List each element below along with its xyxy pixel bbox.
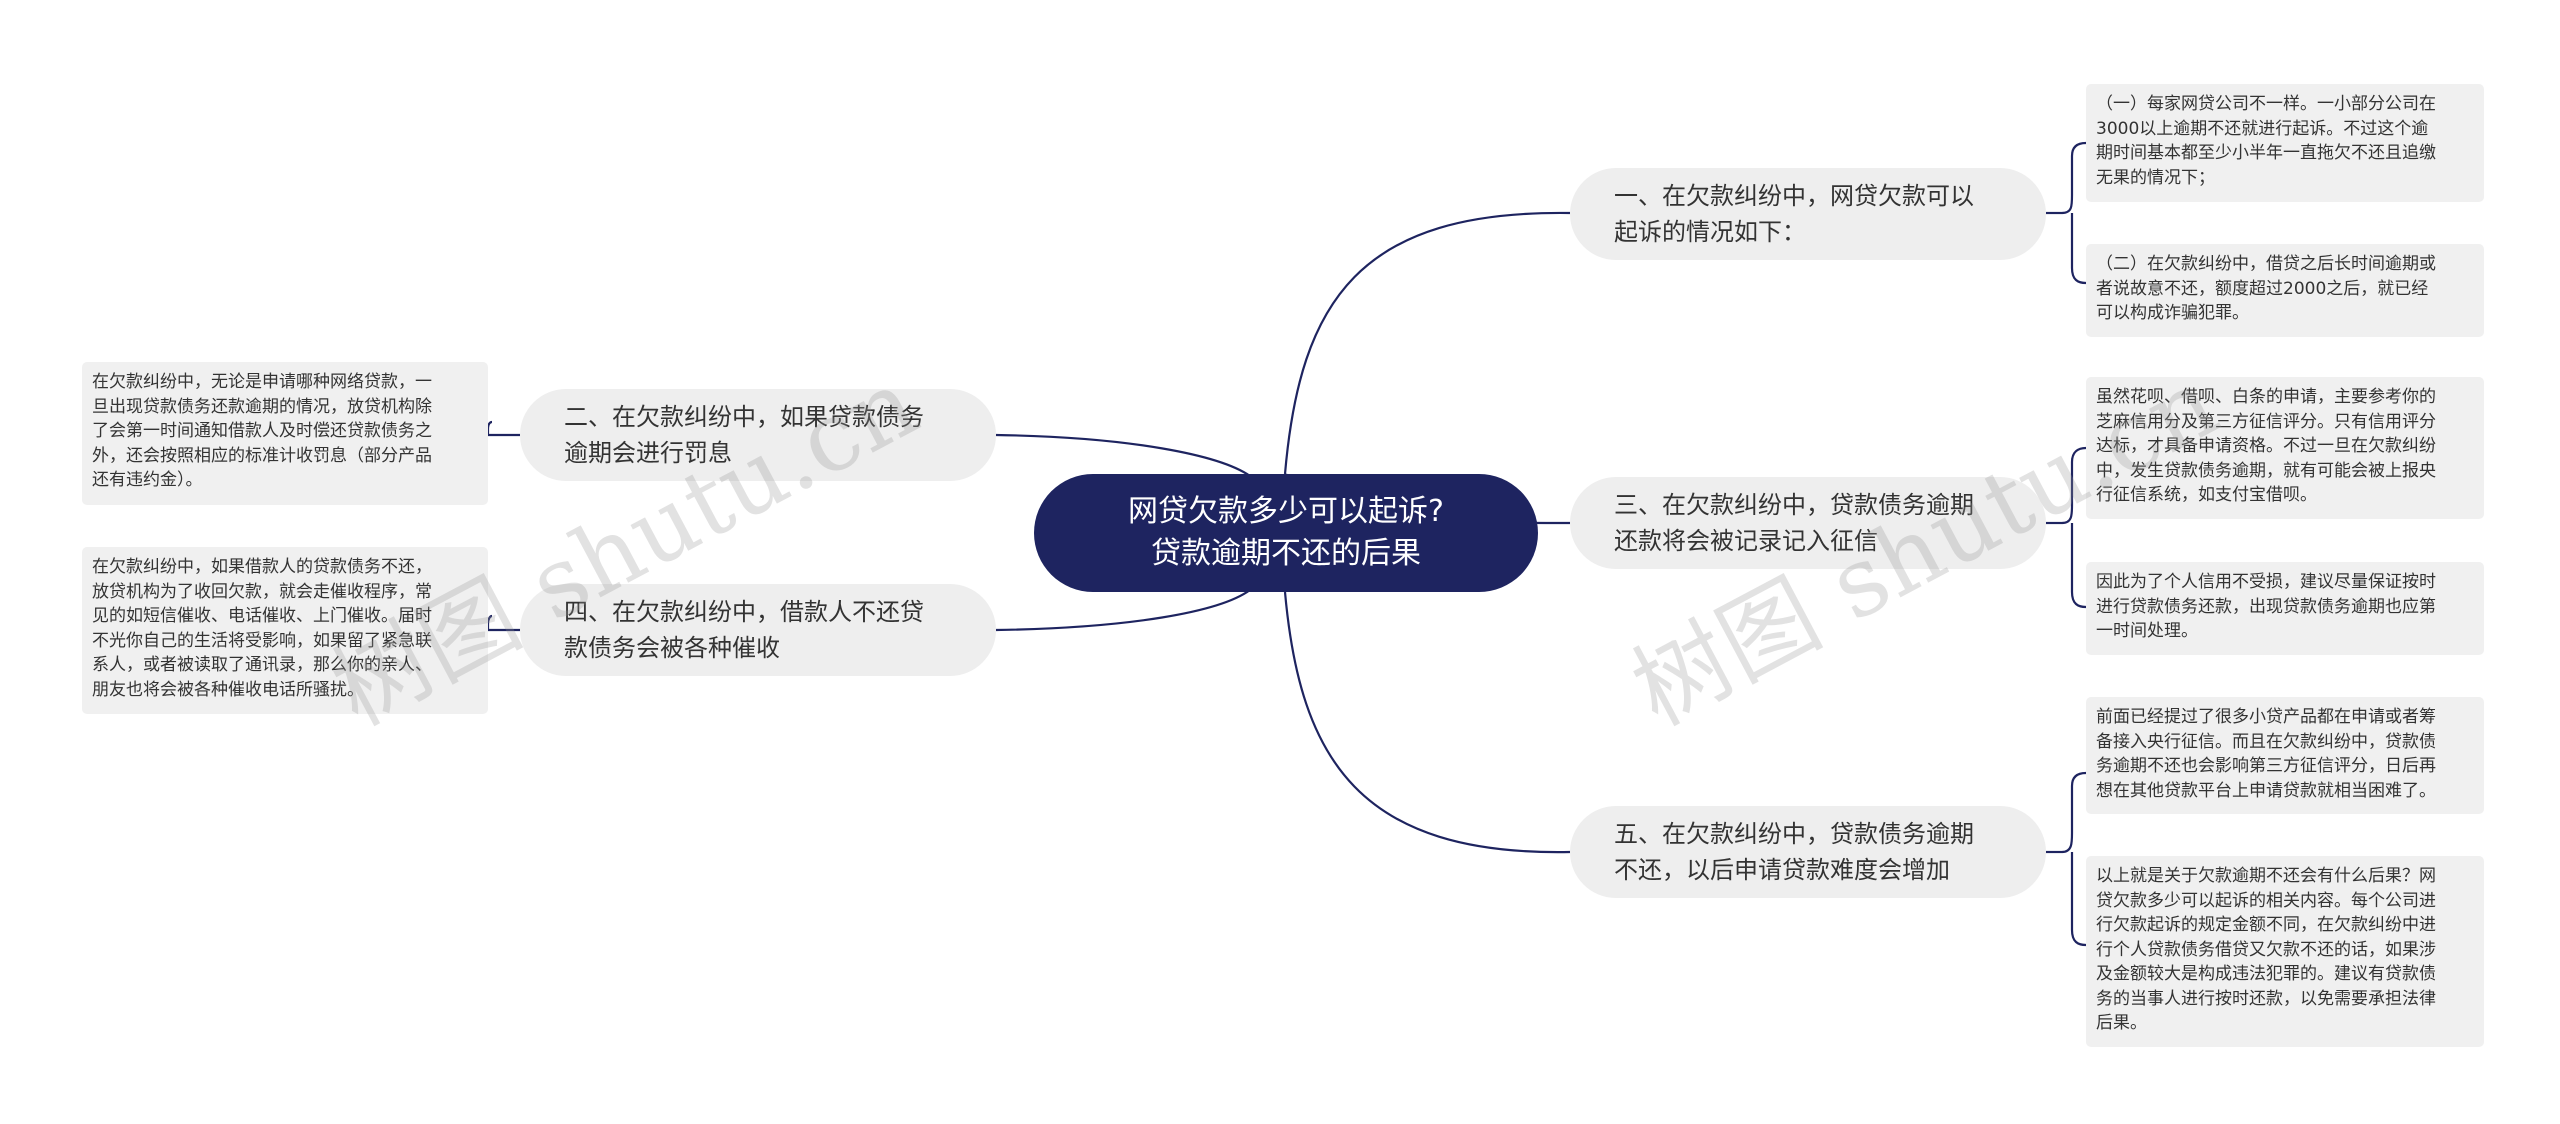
branch-topic-5[interactable]: 五、在欠款纠纷中，贷款债务逾期 不还，以后申请贷款难度会增加	[1570, 806, 2046, 898]
bracket-branch-4	[486, 614, 493, 630]
leaf-4-1-line-5: 系人，或者被读取了通讯录，那么你的亲人、	[92, 655, 432, 675]
branch-2-line-1: 二、在欠款纠纷中，如果贷款债务	[564, 403, 924, 431]
leaf-3-1-line-5: 行征信系统，如支付宝借呗。	[2096, 485, 2317, 505]
leaf-1-1-line-1: （一）每家网贷公司不一样。一小部分公司在	[2096, 94, 2436, 114]
bracket-branch-1	[2061, 141, 2087, 285]
branch-1-line-2: 起诉的情况如下：	[1614, 218, 1806, 246]
bracket-branch-3	[2061, 446, 2087, 609]
leaf-5-2-line-3: 行欠款起诉的规定金额不同，在欠款纠纷中进	[2096, 915, 2436, 935]
leaf-1-2-line-3: 可以构成诈骗犯罪。	[2096, 303, 2249, 323]
leaf-5-2-line-5: 及金额较大是构成违法犯罪的。建议有贷款债	[2096, 964, 2436, 984]
leaf-3-2-line-2: 进行贷款债务还款，出现贷款债务逾期也应第	[2096, 596, 2436, 617]
leaf-5-2-line-4: 行个人贷款债务借贷又欠款不还的话，如果涉	[2096, 939, 2436, 960]
leaf-2-1-line-4: 外，还会按照相应的标准计收罚息（部分产品	[92, 445, 432, 466]
leaf-3-1-line-2: 芝麻信用分及第三方征信评分。只有信用评分	[2096, 411, 2436, 432]
leaf-5-1-line-1: 前面已经提过了很多小贷产品都在申请或者筹	[2096, 707, 2436, 727]
leaf-4-1-line-2: 放贷机构为了收回欠款，就会走催收程序，常	[92, 581, 432, 602]
leaf-1-1[interactable]: （一）每家网贷公司不一样。一小部分公司在 3000以上逾期不还就进行起诉。不过这…	[2086, 84, 2484, 202]
bracket-branch-5	[2061, 771, 2087, 947]
leaf-1-2[interactable]: （二）在欠款纠纷中，借贷之后长时间逾期或 者说故意不还，额度超过2000之后，就…	[2086, 244, 2484, 337]
leaf-5-2-line-6: 务的当事人进行按时还款，以免需要承担法律	[2096, 988, 2436, 1009]
leaf-5-2-line-2: 贷欠款多少可以起诉的相关内容。每个公司进	[2096, 890, 2436, 911]
branch-topic-4[interactable]: 四、在欠款纠纷中，借款人不还贷 款债务会被各种催收	[520, 584, 996, 676]
leaf-3-1-line-1: 虽然花呗、借呗、白条的申请，主要参考你的	[2096, 387, 2436, 407]
leaf-4-1-line-1: 在欠款纠纷中，如果借款人的贷款债务不还，	[92, 557, 432, 577]
leaf-1-2-line-1: （二）在欠款纠纷中，借贷之后长时间逾期或	[2096, 254, 2436, 274]
leaf-5-1-line-3: 务逾期不还也会影响第三方征信评分，日后再	[2096, 756, 2436, 776]
leaf-5-2-line-1: 以上就是关于欠款逾期不还会有什么后果？网	[2096, 866, 2436, 886]
leaf-1-1-line-4: 无果的情况下；	[2096, 167, 2215, 188]
branch-topic-1[interactable]: 一、在欠款纠纷中，网贷欠款可以 起诉的情况如下：	[1570, 168, 2046, 260]
central-topic-line-1: 网贷欠款多少可以起诉?	[1128, 494, 1444, 529]
leaf-2-1-line-3: 了会第一时间通知借款人及时偿还贷款债务之	[92, 421, 432, 441]
leaf-3-1-line-4: 中，发生贷款债务逾期，就有可能会被上报央	[2096, 460, 2436, 481]
leaf-1-1-line-3: 期时间基本都至少小半年一直拖欠不还且追缴	[2096, 143, 2436, 163]
leaf-2-1-line-1: 在欠款纠纷中，无论是申请哪种网络贷款，一	[92, 372, 432, 392]
leaf-5-2[interactable]: 以上就是关于欠款逾期不还会有什么后果？网 贷欠款多少可以起诉的相关内容。每个公司…	[2086, 856, 2484, 1047]
leaf-3-2[interactable]: 因此为了个人信用不受损，建议尽量保证按时 进行贷款债务还款，出现贷款债务逾期也应…	[2086, 562, 2484, 655]
leaf-5-1[interactable]: 前面已经提过了很多小贷产品都在申请或者筹 备接入央行征信。而且在欠款纠纷中，贷款…	[2086, 697, 2484, 814]
leaf-3-1[interactable]: 虽然花呗、借呗、白条的申请，主要参考你的 芝麻信用分及第三方征信评分。只有信用评…	[2086, 377, 2484, 519]
branch-topic-3[interactable]: 三、在欠款纠纷中，贷款债务逾期 还款将会被记录记入征信	[1570, 477, 2046, 569]
leaf-4-1-line-6: 朋友也将会被各种催收电话所骚扰。	[92, 679, 364, 700]
branch-4-line-2: 款债务会被各种催收	[564, 634, 780, 662]
branch-5-line-2: 不还，以后申请贷款难度会增加	[1614, 856, 1950, 884]
leaf-3-1-line-3: 达标，才具备申请资格。不过一旦在欠款纠纷	[2096, 436, 2436, 456]
branch-4-line-1: 四、在欠款纠纷中，借款人不还贷	[564, 598, 924, 626]
edge-root-branch-5	[1283, 591, 1571, 854]
leaf-2-1-line-2: 旦出现贷款债务还款逾期的情况，放贷机构除	[92, 396, 432, 417]
leaf-3-2-line-1: 因此为了个人信用不受损，建议尽量保证按时	[2096, 572, 2436, 592]
leaf-5-1-line-4: 想在其他贷款平台上申请贷款就相当困难了。	[2096, 780, 2436, 801]
leaf-1-1-line-2: 3000以上逾期不还就进行起诉。不过这个逾	[2096, 118, 2429, 139]
leaf-4-1[interactable]: 在欠款纠纷中，如果借款人的贷款债务不还， 放贷机构为了收回欠款，就会走催收程序，…	[82, 547, 488, 714]
leaf-4-1-line-3: 见的如短信催收、电话催收、上门催收。届时	[92, 606, 432, 626]
branch-1-line-1: 一、在欠款纠纷中，网贷欠款可以	[1614, 182, 1974, 210]
leaf-5-1-line-2: 备接入央行征信。而且在欠款纠纷中，贷款债	[2096, 731, 2436, 752]
branch-5-line-1: 五、在欠款纠纷中，贷款债务逾期	[1614, 820, 1974, 848]
branch-3-line-1: 三、在欠款纠纷中，贷款债务逾期	[1614, 491, 1974, 519]
branch-3-line-2: 还款将会被记录记入征信	[1614, 527, 1878, 555]
branch-topic-2[interactable]: 二、在欠款纠纷中，如果贷款债务 逾期会进行罚息	[520, 389, 996, 481]
edge-root-branch-2	[995, 433, 1251, 477]
leaf-2-1-line-5: 还有违约金）。	[92, 470, 203, 490]
branch-2-line-2: 逾期会进行罚息	[564, 439, 732, 467]
bracket-branch-2	[486, 420, 493, 435]
leaf-5-2-line-7: 后果。	[2096, 1013, 2147, 1033]
leaf-3-2-line-3: 一时间处理。	[2096, 621, 2198, 641]
edge-root-branch-1	[1283, 211, 1571, 475]
central-topic-line-2: 贷款逾期不还的后果	[1151, 536, 1421, 571]
leaf-2-1[interactable]: 在欠款纠纷中，无论是申请哪种网络贷款，一 旦出现贷款债务还款逾期的情况，放贷机构…	[82, 362, 488, 505]
leaf-1-2-line-2: 者说故意不还，额度超过2000之后，就已经	[2096, 278, 2429, 299]
edge-root-branch-4	[995, 589, 1251, 632]
central-topic[interactable]: 网贷欠款多少可以起诉? 贷款逾期不还的后果	[1034, 474, 1538, 592]
leaf-4-1-line-4: 不光你自己的生活将受影响，如果留了紧急联	[92, 630, 432, 651]
